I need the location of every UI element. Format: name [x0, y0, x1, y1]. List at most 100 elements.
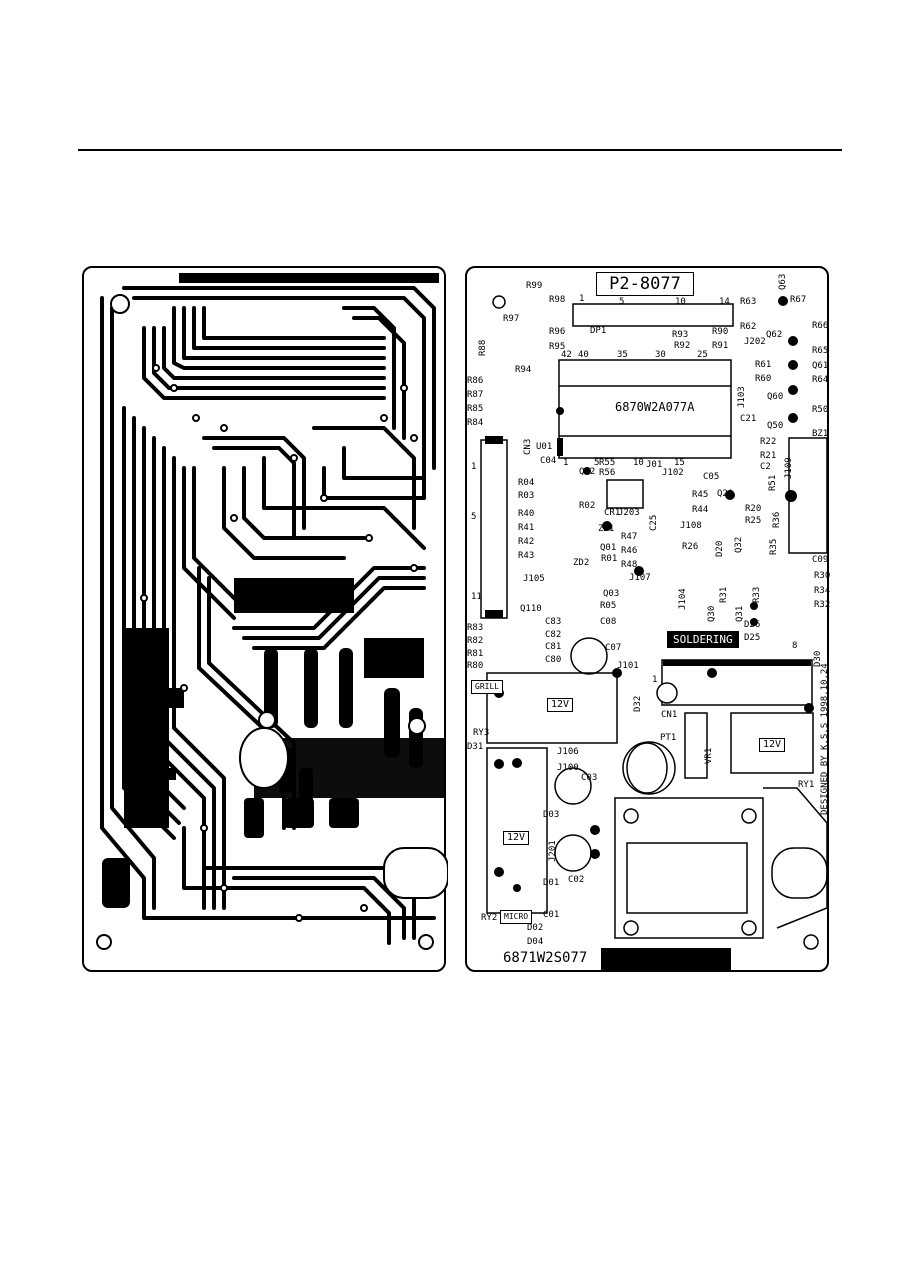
- dp1-pin-5: 5: [619, 297, 625, 307]
- ref-r92: R92: [674, 341, 691, 351]
- ref-r99: R99: [526, 281, 543, 291]
- ref-c80: C80: [545, 655, 562, 665]
- ref-r60: R60: [755, 374, 772, 384]
- ry1-ref: RY1: [798, 780, 815, 790]
- ref-r63: R63: [740, 297, 757, 307]
- ref-r98: R98: [549, 295, 566, 305]
- ref-q110: Q110: [520, 604, 542, 614]
- ref-r45: R45: [692, 490, 709, 500]
- ref-r26: R26: [682, 542, 699, 552]
- ry3-ref: RY3: [473, 728, 490, 738]
- ref-r36: R36: [772, 511, 782, 528]
- ref-d25: D25: [744, 633, 761, 643]
- silkscreen-graphics: [480, 295, 828, 972]
- ref-d01: D01: [543, 878, 560, 888]
- ref-r87: R87: [467, 390, 484, 400]
- ref-j107: J107: [629, 573, 651, 583]
- ref-r91: R91: [712, 341, 729, 351]
- ref-r65: R65: [812, 346, 829, 356]
- ref-r86: R86: [467, 376, 484, 386]
- ref-r32: R32: [814, 600, 831, 610]
- ref-r04: R04: [518, 478, 535, 488]
- ref-r51: R51: [768, 474, 778, 491]
- ref-r62: R62: [740, 322, 757, 332]
- header-rule: [78, 149, 842, 151]
- copper-traces: [96, 273, 448, 950]
- ref-c02: C02: [568, 875, 585, 885]
- ref-j203: J203: [618, 508, 640, 518]
- ref-r03: R03: [518, 491, 535, 501]
- ry3-tag: GRILL: [471, 680, 504, 694]
- ref-j201: J201: [548, 840, 558, 862]
- cn1-label: CN1: [661, 710, 678, 720]
- ref-r94: R94: [515, 365, 532, 375]
- ref-c21: C21: [740, 414, 757, 424]
- cn3-pin-1: 1: [471, 462, 477, 472]
- ref-c82: C82: [545, 630, 562, 640]
- vr1-label: VR1: [704, 747, 714, 764]
- ref-r95: R95: [549, 342, 566, 352]
- soldering-tag: SOLDERING: [667, 631, 739, 648]
- ref-r96: R96: [549, 327, 566, 337]
- dp1-pin-1: 1: [579, 294, 585, 304]
- ref-q50: Q50: [767, 421, 784, 431]
- ref-j102: J102: [662, 468, 684, 478]
- ref-q03: Q03: [603, 589, 620, 599]
- ref-r25: R25: [745, 516, 762, 526]
- u01-pin-25: 25: [697, 350, 708, 360]
- ref-c09: C09: [812, 555, 829, 565]
- ref-j109: J109: [784, 457, 794, 479]
- ref-c08: C08: [600, 617, 617, 627]
- ref-r40: R40: [518, 509, 535, 519]
- ref-r34: R34: [814, 586, 831, 596]
- ref-r80: R80: [467, 661, 484, 671]
- dp1-pin-10: 10: [675, 297, 686, 307]
- ref-r05: R05: [600, 601, 617, 611]
- dp1-pin-14: 14: [719, 297, 730, 307]
- u01-pin-1: 1: [563, 458, 569, 468]
- ref-q02: Q02: [579, 467, 596, 477]
- ref-r22: R22: [760, 437, 777, 447]
- ref-q63: Q63: [778, 273, 788, 290]
- board-id: P2-8077: [596, 272, 694, 296]
- ref-r42: R42: [518, 537, 535, 547]
- ref-r50: R50: [812, 405, 829, 415]
- ref-r84: R84: [467, 418, 484, 428]
- ref-r46: R46: [621, 546, 638, 556]
- ref-c25: C25: [649, 514, 659, 531]
- designed-by: DESIGNED BY K.S.S 1998.10.24: [820, 663, 830, 815]
- ref-r67: R67: [790, 295, 807, 305]
- dp1-label: DP1: [590, 326, 607, 336]
- ref-zd2: ZD2: [573, 558, 590, 568]
- ry2-tag: MICRO: [500, 910, 533, 924]
- ref-j103: J103: [737, 386, 747, 408]
- cn3-pin-11: 11: [471, 592, 482, 602]
- d30-label: D30: [813, 650, 823, 667]
- ref-r90: R90: [712, 327, 729, 337]
- ref-c03: C03: [581, 773, 598, 783]
- ref-r55: R55: [599, 458, 616, 468]
- pcb-part-no: 6871W2S077: [503, 950, 588, 966]
- ref-r47: R47: [621, 532, 638, 542]
- cn3-label: CN3: [523, 438, 533, 455]
- ref-j105: J105: [523, 574, 545, 584]
- pin-1: 1: [652, 675, 658, 685]
- ref-r02: R02: [579, 501, 596, 511]
- ref-zd1: ZD1: [598, 524, 615, 534]
- ref-r85: R85: [467, 404, 484, 414]
- ref-c07: C07: [605, 643, 622, 653]
- pin-8: 8: [792, 641, 798, 651]
- ref-r20: R20: [745, 504, 762, 514]
- ref-r31: R31: [719, 586, 729, 603]
- ref-r88: R88: [478, 339, 488, 356]
- ref-j101: J101: [617, 661, 639, 671]
- u01-pin-42: 42: [561, 350, 572, 360]
- u01-pin-35: 35: [617, 350, 628, 360]
- ref-r93: R93: [672, 330, 689, 340]
- ref-q32: Q32: [734, 536, 744, 553]
- ref-j202: J202: [744, 337, 766, 347]
- ry2-ref: RY2: [481, 913, 498, 923]
- ref-r41: R41: [518, 523, 535, 533]
- ref-j104: J104: [678, 588, 688, 610]
- ry3-voltage: 12V: [547, 698, 574, 712]
